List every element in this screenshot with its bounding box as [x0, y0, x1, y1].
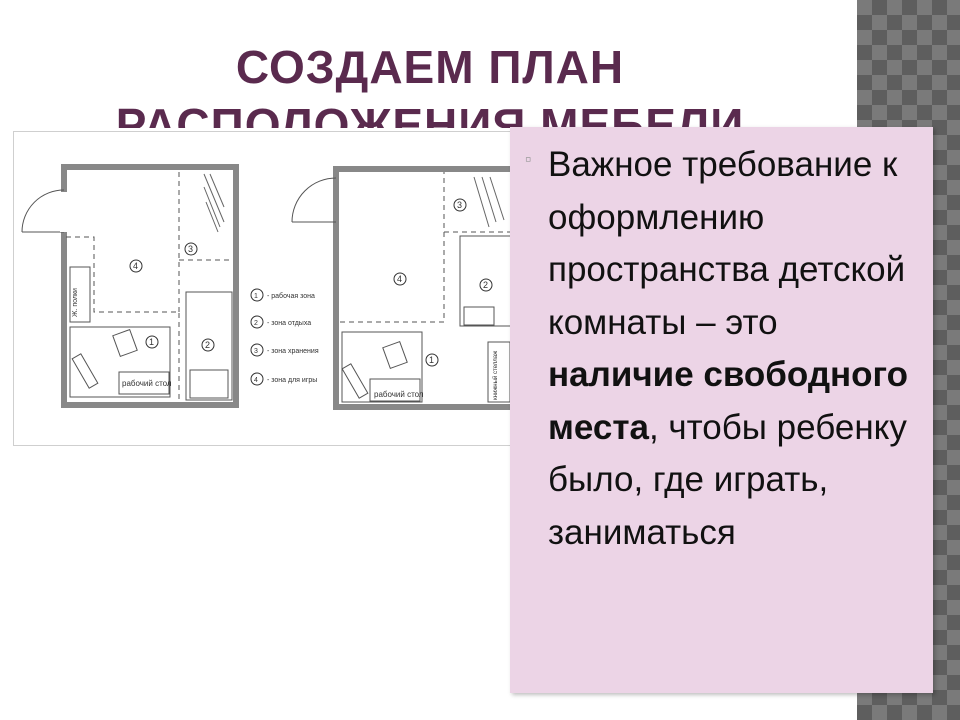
svg-text:4: 4	[397, 274, 402, 284]
svg-text:2: 2	[483, 280, 488, 290]
svg-text:- зона отдыха: - зона отдыха	[267, 320, 311, 327]
svg-text:2: 2	[254, 320, 258, 327]
svg-text:2: 2	[205, 340, 210, 350]
left-desk	[118, 371, 170, 395]
svg-text:3: 3	[254, 348, 258, 355]
card-text-bold: наличие свободного места	[548, 355, 909, 447]
svg-text:- рабочая зона: - рабочая зона	[267, 292, 315, 300]
svg-text:рабочий стол: рабочий стол	[374, 390, 424, 399]
right-room-desk-zone	[341, 331, 423, 403]
svg-text:3: 3	[457, 200, 462, 210]
right-desk	[369, 378, 421, 402]
left-room-shelf	[69, 266, 91, 323]
svg-text:1: 1	[429, 355, 434, 365]
right-room-bookcase	[487, 341, 511, 403]
right-room-labels: 4 1 2 3 рабочий стол книжный стеллаж	[374, 198, 499, 400]
card-text-part1: Важное требование к оформлению пространс…	[548, 145, 906, 342]
svg-text:4: 4	[254, 377, 258, 384]
right-room-walls	[333, 166, 516, 410]
text-card: ▫ Важное требование к оформлению простра…	[510, 127, 933, 693]
square-bullet-icon: ▫	[525, 149, 532, 169]
plan-legend: 1 - рабочая зона 2 - зона отдыха 3 - зон…	[250, 288, 319, 386]
svg-text:- зона для игры: - зона для игры	[267, 377, 317, 384]
title-line-2: РАСПОЛОЖЕНИЯ МЕБЕЛИ	[115, 99, 745, 128]
svg-text:1: 1	[149, 337, 154, 347]
left-room-bed	[185, 291, 233, 401]
left-room-desk-zone	[69, 326, 171, 398]
left-room-walls	[61, 164, 239, 408]
svg-text:Ж. полки: Ж. полки	[72, 288, 79, 317]
floor-plan-image: 4 1 2 3 рабочий стол Ж. полки 1 - рабоча…	[13, 131, 517, 446]
floor-plan-drawing: 4 1 2 3 рабочий стол Ж. полки 1 - рабоча…	[21, 164, 516, 410]
svg-text:1: 1	[254, 293, 258, 300]
svg-text:книжный стеллаж: книжный стеллаж	[492, 351, 499, 400]
slide-title: СОЗДАЕМ ПЛАН РАСПОЛОЖЕНИЯ МЕБЕЛИ	[20, 38, 840, 128]
card-text-part2: , чтобы ребенку было, где играть, занима…	[548, 407, 907, 552]
title-line-1: СОЗДАЕМ ПЛАН	[235, 41, 625, 93]
svg-text:3: 3	[188, 244, 193, 254]
svg-text:4: 4	[133, 261, 138, 271]
left-room-labels: 4 1 2 3 рабочий стол Ж. полки	[72, 242, 215, 388]
svg-text:- зона хранения: - зона хранения	[267, 348, 319, 355]
card-paragraph: Важное требование к оформлению пространс…	[548, 139, 918, 559]
svg-text:рабочий стол: рабочий стол	[122, 379, 172, 388]
